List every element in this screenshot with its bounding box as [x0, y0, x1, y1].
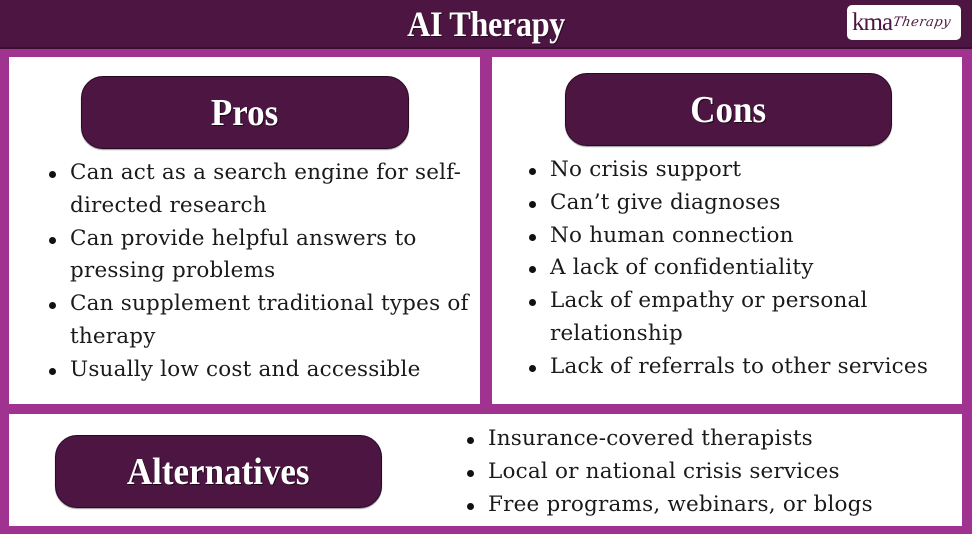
- alternatives-heading-pill: Alternatives: [55, 435, 382, 508]
- pros-list-item: Can act as a search engine for self-dire…: [46, 157, 471, 223]
- cons-list-item: Lack of referrals to other services: [526, 351, 956, 384]
- alternatives-list: Insurance-covered therapists Local or na…: [464, 423, 944, 521]
- pros-heading-pill: Pros: [81, 76, 409, 149]
- pros-list-item: Can supplement traditional types of ther…: [46, 288, 471, 354]
- alternatives-heading: Alternatives: [127, 450, 310, 493]
- pros-panel: Pros Can act as a search engine for self…: [9, 57, 480, 404]
- cons-list-item: Lack of empathy or personal relationship: [526, 285, 956, 351]
- cons-list: No crisis support Can’t give diagnoses N…: [526, 154, 956, 384]
- alternatives-panel: Alternatives Insurance-covered therapist…: [9, 414, 962, 526]
- cons-list-item: Can’t give diagnoses: [526, 187, 956, 220]
- alternatives-list-item: Free programs, webinars, or blogs: [464, 489, 944, 522]
- pros-list-item: Can provide helpful answers to pressing …: [46, 223, 471, 289]
- header-banner: AI Therapy kma Therapy: [0, 0, 972, 49]
- cons-list-item: No crisis support: [526, 154, 956, 187]
- cons-list-item: A lack of confidentiality: [526, 252, 956, 285]
- page-title: AI Therapy: [407, 4, 565, 44]
- logo-primary-text: kma: [852, 8, 893, 36]
- cons-panel: Cons No crisis support Can’t give diagno…: [492, 57, 962, 404]
- pros-heading: Pros: [211, 91, 279, 134]
- pros-list: Can act as a search engine for self-dire…: [46, 157, 471, 387]
- cons-list-item: No human connection: [526, 220, 956, 253]
- pros-list-item: Usually low cost and accessible: [46, 354, 471, 387]
- cons-heading-pill: Cons: [565, 73, 892, 146]
- alternatives-list-item: Insurance-covered therapists: [464, 423, 944, 456]
- brand-logo: kma Therapy: [847, 5, 961, 40]
- alternatives-list-item: Local or national crisis services: [464, 456, 944, 489]
- cons-heading: Cons: [690, 88, 767, 131]
- logo-secondary-text: Therapy: [891, 15, 953, 30]
